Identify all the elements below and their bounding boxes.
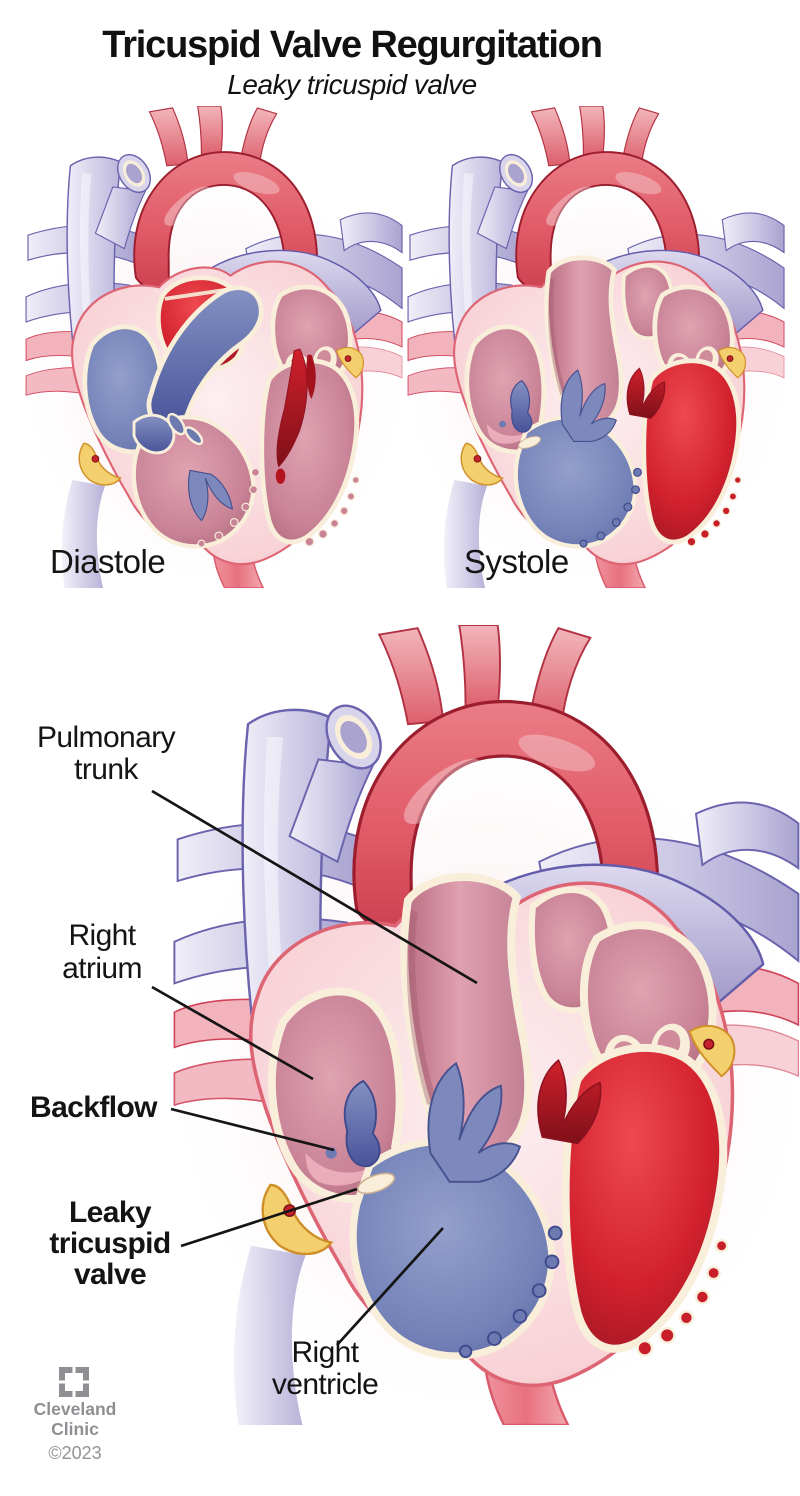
right-ventricle-label: Right ventricle [271, 1336, 379, 1401]
pulmonary-trunk-label: Pulmonary trunk [37, 721, 176, 786]
systole-label: Systole [464, 543, 569, 580]
left-ventricle-cavity [641, 358, 742, 545]
cleveland-clinic-logo-icon [59, 1367, 89, 1397]
rv-trabeculae [458, 1225, 563, 1359]
aorta [133, 105, 319, 329]
lv-papillary-muscles [626, 367, 666, 419]
cleveland-clinic-name: Cleveland Clinic [33, 1399, 117, 1439]
fat-pads [460, 346, 747, 486]
mitral-inflow-jet [275, 348, 316, 484]
diastole-label: Diastole [50, 543, 166, 580]
right-atrium-label: Right atrium [62, 919, 142, 985]
left-ventricle-cavity [561, 1043, 728, 1353]
atrium-inner-light [305, 1153, 380, 1186]
regurgitation-detail-heart-illustration [168, 624, 800, 1430]
lv-trabeculae [304, 475, 360, 547]
page-title: Tricuspid Valve Regurgitation [102, 24, 603, 66]
inferior-vena-cava [443, 480, 488, 588]
page-subtitle: Leaky tricuspid valve [227, 69, 477, 100]
lv-trabeculae [636, 1239, 729, 1357]
leaky-tricuspid-valve-label: Leaky tricuspid valve [49, 1196, 171, 1291]
backflow-label: Backflow [30, 1091, 158, 1124]
inferior-vena-cava [233, 1245, 306, 1425]
rv-trabeculae [579, 467, 642, 548]
systole-heart-illustration [404, 105, 790, 593]
leaky-tricuspid-valve-leaflet [356, 1172, 396, 1195]
copyright-year: ©2023 [48, 1443, 102, 1463]
lv-papillary-muscles [537, 1058, 602, 1145]
lv-trabeculae [686, 475, 742, 547]
pulmonary-trunk-cutaway [544, 255, 624, 428]
fat-pads [78, 346, 365, 486]
open-tricuspid-valve [132, 412, 234, 522]
diastole-heart-illustration [22, 105, 408, 593]
trunk-shading [548, 277, 567, 396]
rv-papillary-muscles [560, 369, 617, 443]
rv-trabeculae [197, 467, 260, 548]
inferior-vena-cava [61, 480, 106, 588]
leaky-tricuspid-valve-leaflet [518, 435, 541, 449]
rv-papillary-muscles [427, 1061, 522, 1183]
atrium-inner-light [487, 424, 532, 444]
backflow-jet [499, 380, 533, 433]
